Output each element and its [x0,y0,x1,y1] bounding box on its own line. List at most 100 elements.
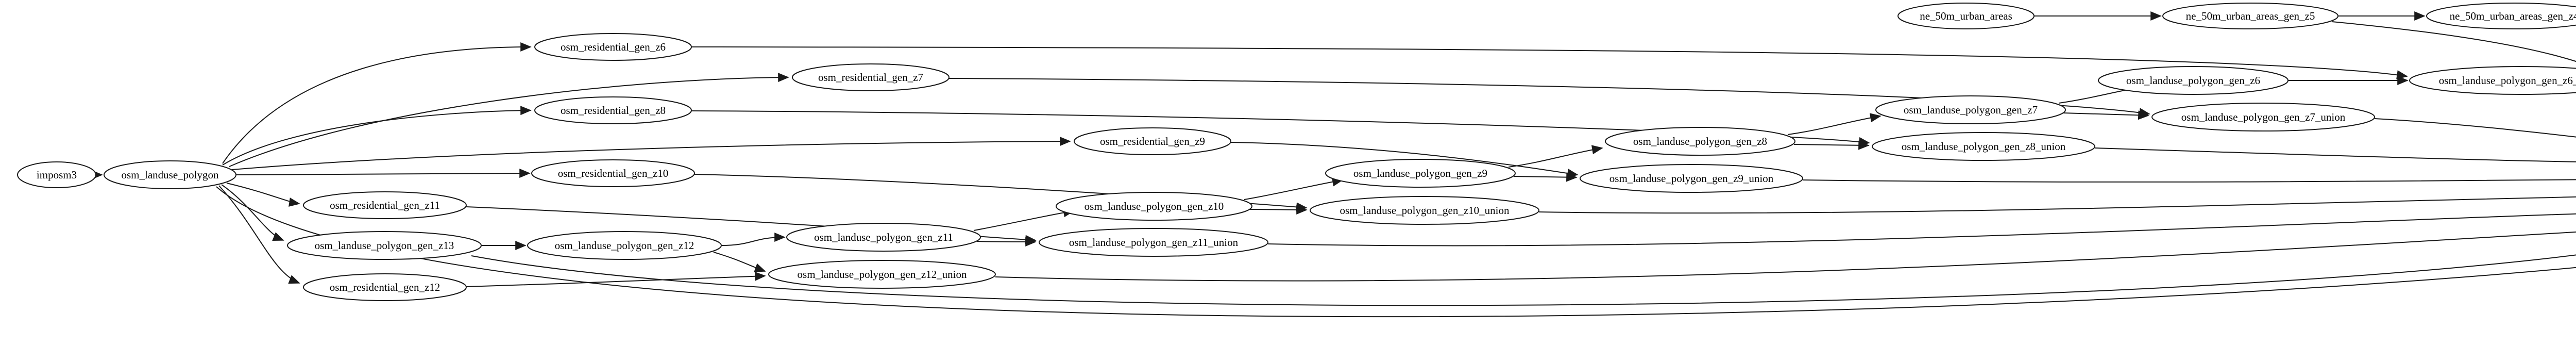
node-label-olpg11: osm_landuse_polygon_gen_z11 [814,231,953,243]
node-orz7: osm_residential_gen_z7 [792,63,950,91]
edge-olp-to-orz7 [229,73,789,167]
edge-orz9-to-olpg9u [1230,142,1579,178]
edge-orz10-to-olpg10u [694,174,1308,212]
edge-olpg7-to-olpg7u [2062,110,2149,120]
node-orz10: osm_residential_gen_z10 [531,159,695,187]
node-label-olpg10: osm_landuse_polygon_gen_z10 [1084,200,1224,212]
node-olpg10u: osm_landuse_polygon_gen_z10_union [1310,196,1539,225]
edge-olpg11u-to-z11 [1267,213,2576,246]
node-olpg12: osm_landuse_polygon_gen_z12 [527,231,722,260]
node-label-ne: ne_50m_urban_areas [1920,10,2012,22]
edge-olpg11-to-olpg10 [973,208,1075,231]
edge-olpg8-to-olpg7 [1787,113,1882,135]
edge-olpg7u-to-z7 [2374,118,2576,138]
node-ellipse-olp [104,160,236,189]
node-ellipse-olpg13 [287,231,482,260]
node-nez5: ne_50m_urban_areas_gen_z5 [2162,3,2338,29]
node-ellipse-olpg10 [1056,192,1252,221]
edge-olp-to-orz12 [218,185,300,284]
node-olpg11: osm_landuse_polygon_gen_z11 [786,223,981,252]
node-label-olpg10u: osm_landuse_polygon_gen_z10_union [1340,204,1510,217]
node-olpg13: osm_landuse_polygon_gen_z13 [287,231,482,260]
node-orz12: osm_residential_gen_z12 [303,273,467,301]
edge-olpg11-to-olpg11u [976,237,1037,246]
edge-olpg9u-to-z9 [1802,179,2576,183]
node-label-olpg6u: osm_landuse_polygon_gen_z6_union [2439,74,2576,87]
edge-olpg9-to-olpg8 [1508,145,1603,168]
node-ellipse-nez4 [2426,3,2576,29]
node-orz6: osm_residential_gen_z6 [534,33,692,61]
node-orz11: osm_residential_gen_z11 [303,191,467,219]
node-olpg10: osm_landuse_polygon_gen_z10 [1056,192,1252,221]
node-ellipse-olpg12u [768,260,996,289]
node-ellipse-nez5 [2162,3,2338,29]
edge-olpg12-to-olpg11 [721,233,786,246]
nodes-layer: imposm3 osm_landuse_polygon osm_residentia… [17,3,2576,301]
edge-olp-to-orz11 [226,183,300,207]
node-olpg8u: osm_landuse_polygon_gen_z8_union [1872,132,2095,161]
node-label-orz12: osm_residential_gen_z12 [330,281,440,293]
edge-orz6-to-olpg6u [691,46,2408,79]
node-olpg8: osm_landuse_polygon_gen_z8 [1605,127,1795,156]
node-label-orz6: osm_residential_gen_z6 [561,41,666,53]
node-label-olpg12: osm_landuse_polygon_gen_z12 [555,239,694,252]
node-ellipse-imposm3 [17,161,96,188]
node-olp: osm_landuse_polygon [104,160,236,189]
node-label-imposm3: imposm3 [37,169,77,181]
edge-olpg10-to-olpg10u [1249,205,1308,215]
edge-olp-to-orz6 [222,42,532,164]
node-label-olpg12u: osm_landuse_polygon_gen_z12_union [798,268,967,281]
node-label-orz11: osm_residential_gen_z11 [330,199,440,211]
node-ne: ne_50m_urban_areas [1897,3,2035,29]
node-olpg11u: osm_landuse_polygon_gen_z11_union [1039,228,1268,257]
node-olpg9: osm_landuse_polygon_gen_z9 [1325,159,1516,188]
edge-olp-to-orz8 [222,106,532,166]
node-ellipse-olpg10u [1310,196,1539,225]
node-label-olpg9u: osm_landuse_polygon_gen_z9_union [1609,172,1774,185]
node-label-olpg9: osm_landuse_polygon_gen_z9 [1353,167,1487,179]
node-ellipse-olpg9 [1325,159,1516,188]
node-ellipse-orz9 [1074,127,1231,155]
node-ellipse-olpg8 [1605,127,1795,156]
edge-olpg10-to-olpg9 [1244,177,1344,200]
edge-olpg8-to-olpg8u [1793,140,1870,150]
node-olpg7: osm_landuse_polygon_gen_z7 [1875,95,2066,124]
node-label-orz9: osm_residential_gen_z9 [1100,135,1205,147]
node-ellipse-orz10 [531,159,695,187]
edge-olpg12-to-olpg12u [713,252,766,272]
edge-olpg12u-to-z12 [995,231,2576,282]
node-ellipse-olpg11 [786,223,981,252]
node-label-olpg13: osm_landuse_polygon_gen_z13 [315,239,454,252]
node-olpg12u: osm_landuse_polygon_gen_z12_union [768,260,996,289]
node-label-orz8: osm_residential_gen_z8 [561,104,666,117]
node-ellipse-orz6 [534,33,692,61]
edge-olpg9-to-olpg9u [1513,172,1578,182]
node-label-orz7: osm_residential_gen_z7 [818,71,923,84]
edge-orz12-to-olpg12u [466,271,766,287]
node-ellipse-orz7 [792,63,950,91]
node-ellipse-olpg11u [1039,228,1268,257]
node-ellipse-olpg12 [527,231,722,260]
edge-nez5-to-z5 [2331,21,2576,62]
node-nez4: ne_50m_urban_areas_gen_z4 [2426,3,2576,29]
node-label-nez4: ne_50m_urban_areas_gen_z4 [2450,10,2576,22]
node-ellipse-olpg6u [2409,66,2576,95]
edge-olp-to-olpg13 [221,184,284,241]
node-orz9: osm_residential_gen_z9 [1074,127,1231,155]
node-ellipse-olpg6 [2098,66,2289,95]
node-label-olpg11u: osm_landuse_polygon_gen_z11_union [1069,236,1239,249]
node-label-nez5: ne_50m_urban_areas_gen_z5 [2186,10,2315,22]
node-ellipse-orz11 [303,191,467,219]
node-label-orz10: osm_residential_gen_z10 [558,167,669,179]
node-label-olp: osm_landuse_polygon [122,169,219,181]
node-olpg6u: osm_landuse_polygon_gen_z6_union [2409,66,2576,95]
node-label-olpg7u: osm_landuse_polygon_gen_z7_union [2181,111,2346,123]
node-ellipse-ne [1897,3,2035,29]
edge-olp-to-orz9 [231,137,1071,170]
node-label-olpg8: osm_landuse_polygon_gen_z8 [1633,135,1767,147]
edge-olpg10u-to-z10 [1538,196,2576,214]
node-olpg7u: osm_landuse_polygon_gen_z7_union [2151,103,2375,131]
node-ellipse-olpg7 [1875,95,2066,124]
node-orz8: osm_residential_gen_z8 [534,96,692,124]
